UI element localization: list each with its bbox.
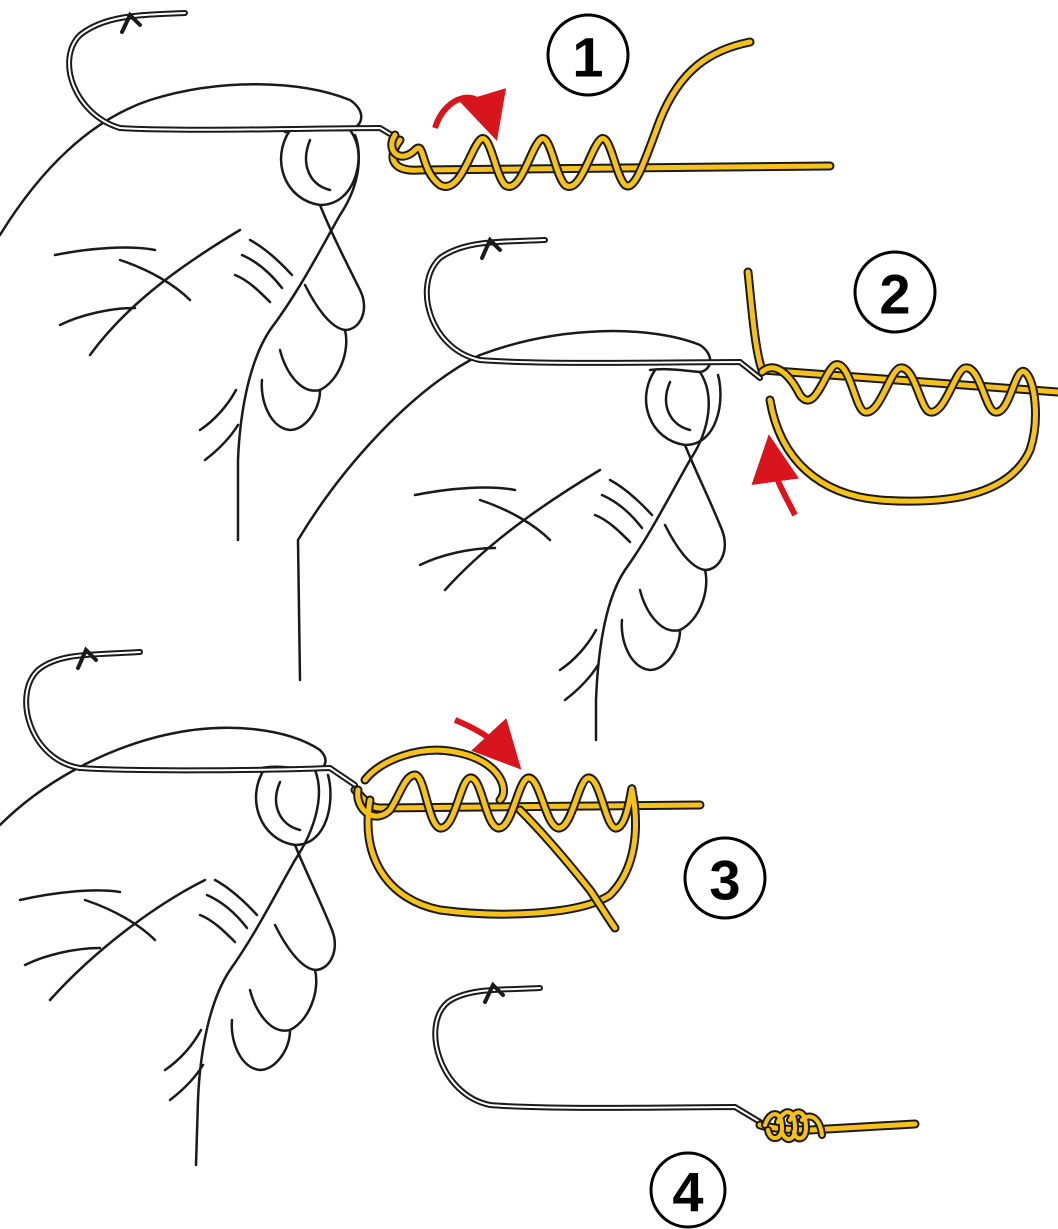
- tied-knot: [760, 1112, 915, 1139]
- step-4-panel: 4: [435, 985, 915, 1227]
- hand-illustration: [0, 84, 364, 540]
- step-number-badge: 2: [855, 252, 935, 332]
- step-number-label: 4: [672, 1161, 703, 1224]
- step-number-label: 3: [709, 849, 740, 912]
- step-3-panel: 3: [0, 650, 765, 1165]
- step-number-badge: 1: [548, 15, 628, 95]
- fishing-hook: [26, 650, 355, 785]
- step-number-badge: 4: [651, 1153, 725, 1227]
- fishing-line-coils: [355, 750, 700, 928]
- step-1-panel: 1: [0, 13, 830, 540]
- hand-illustration: [298, 331, 725, 740]
- step-2-panel: 2: [298, 240, 1058, 740]
- step-number-label: 2: [879, 263, 910, 326]
- curved-arrow-icon: [772, 458, 795, 515]
- hand-illustration: [0, 728, 335, 1165]
- fishing-hook: [69, 13, 400, 140]
- fishing-hook: [435, 985, 760, 1122]
- step-number-badge: 3: [685, 838, 765, 918]
- step-number-label: 1: [572, 26, 603, 89]
- curved-arrow-icon: [455, 720, 505, 752]
- curved-arrow-icon: [435, 98, 490, 128]
